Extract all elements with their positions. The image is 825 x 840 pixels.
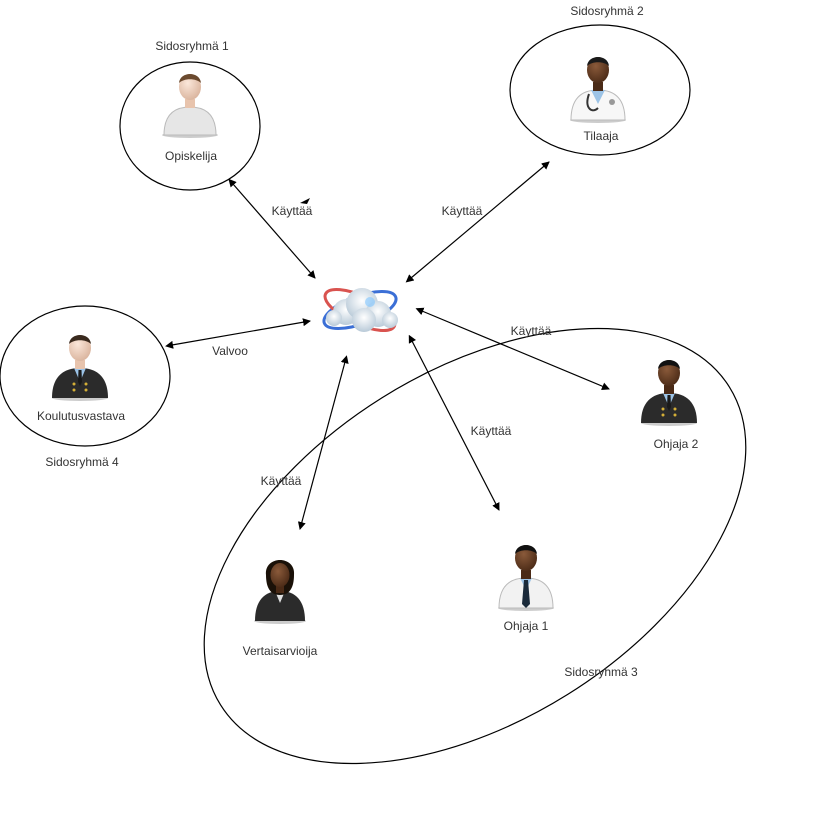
group-3-label: Sidosryhmä 3	[564, 665, 638, 679]
edge-opiskelija	[228, 178, 316, 279]
edge-label-ohjaja2: Käyttää	[511, 324, 552, 338]
group-1-ellipse	[119, 61, 261, 191]
edge-label-ohjaja1: Käyttää	[471, 424, 512, 438]
edge-vertaisarvioija	[297, 355, 349, 530]
doctor-icon	[570, 57, 626, 123]
stray-arrowhead	[300, 198, 310, 204]
edge-label-opiskelija: Käyttää	[272, 204, 313, 218]
edge-tilaaja	[405, 161, 550, 283]
actor-label-vertaisarvioija: Vertaisarvioija	[243, 644, 318, 658]
edge-ohjaja1	[408, 334, 500, 511]
group-3-ellipse	[203, 327, 747, 765]
edge-label-koulutusvastava: Valvoo	[212, 344, 248, 358]
group-2-ellipse	[509, 24, 691, 156]
edge-ohjaja2	[415, 307, 610, 390]
officer-icon	[641, 360, 697, 426]
actor-label-tilaaja: Tilaaja	[584, 129, 619, 143]
officer-icon	[52, 335, 108, 401]
globe-cloud-icon	[322, 288, 398, 332]
student-icon	[162, 74, 218, 138]
group-2-label: Sidosryhmä 2	[570, 4, 644, 18]
businessman-icon	[498, 545, 554, 611]
group-4-label: Sidosryhmä 4	[45, 455, 119, 469]
actor-label-ohjaja2: Ohjaja 2	[654, 437, 699, 451]
edge-label-tilaaja: Käyttää	[442, 204, 483, 218]
edge-koulutusvastava	[165, 318, 311, 349]
actor-label-ohjaja1: Ohjaja 1	[504, 619, 549, 633]
actor-label-koulutusvastava: Koulutusvastava	[37, 409, 125, 423]
businesswoman-icon	[254, 560, 306, 624]
actor-label-opiskelija: Opiskelija	[165, 149, 217, 163]
group-4-ellipse	[0, 305, 171, 447]
edge-label-vertaisarvioija: Käyttää	[261, 474, 302, 488]
group-1-label: Sidosryhmä 1	[155, 39, 229, 53]
